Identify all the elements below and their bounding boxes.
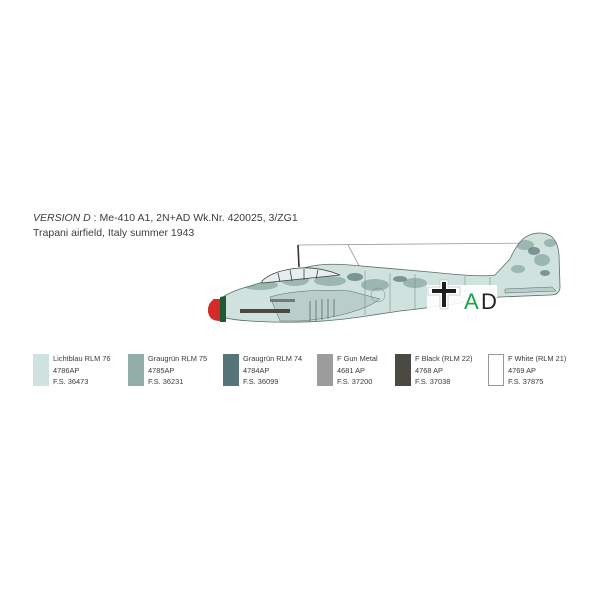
caption-line-2: Trapani airfield, Italy summer 1943 (33, 227, 195, 239)
code-letter-d: D (481, 289, 497, 314)
me410-side-profile: A D (207, 232, 561, 323)
swatch-code: 4786AP (53, 365, 80, 375)
version-label: VERSION D (33, 212, 91, 224)
swatch-fs: F.S. 37200 (337, 377, 373, 386)
caption-separator: : (90, 212, 100, 224)
color-chip (488, 354, 504, 386)
swatch-fs: F.S. 36099 (243, 377, 279, 386)
version-caption: VERSION D : Me-410 A1, 2N+AD Wk.Nr. 4200… (33, 211, 298, 241)
color-chip (128, 354, 144, 386)
color-chip (317, 354, 333, 386)
swatch-fs: F.S. 37038 (415, 377, 451, 386)
aircraft-designation: Me-410 A1, 2N+AD Wk.Nr. 420025, 3/ZG1 (99, 212, 298, 224)
color-legend: Lichtblau RLM 76 4786AP F.S. 36473 Graug… (33, 354, 573, 394)
swatch-code: 4768 AP (415, 365, 443, 375)
swatch-fs: F.S. 37875 (508, 377, 544, 386)
swatch-code: 4769 AP (508, 365, 536, 375)
aircraft-profile-illustration: A D (200, 225, 570, 335)
swatch-fs: F.S. 36231 (148, 377, 184, 386)
swatch-code: 4784AP (243, 365, 270, 375)
swatch-name: Graugrün RLM 74 (243, 354, 303, 363)
balkenkreuz-insignia (427, 279, 461, 310)
swatch-code: 4785AP (148, 365, 175, 375)
color-chip (223, 354, 239, 386)
swatch-name: Graugrün RLM 75 (148, 354, 208, 363)
color-chip (33, 354, 49, 386)
caption-line-1: VERSION D : Me-410 A1, 2N+AD Wk.Nr. 4200… (33, 211, 298, 226)
swatch-name: F White (RLM 21) (508, 354, 567, 363)
swatch-name: F Black (RLM 22) (415, 354, 473, 363)
swatch-name: Lichtblau RLM 76 (53, 354, 111, 363)
swatch-name: F Gun Metal (337, 354, 378, 363)
code-letter-a: A (464, 289, 479, 314)
color-chip (395, 354, 411, 386)
swatch-code: 4681 AP (337, 365, 365, 375)
swatch-fs: F.S. 36473 (53, 377, 89, 386)
